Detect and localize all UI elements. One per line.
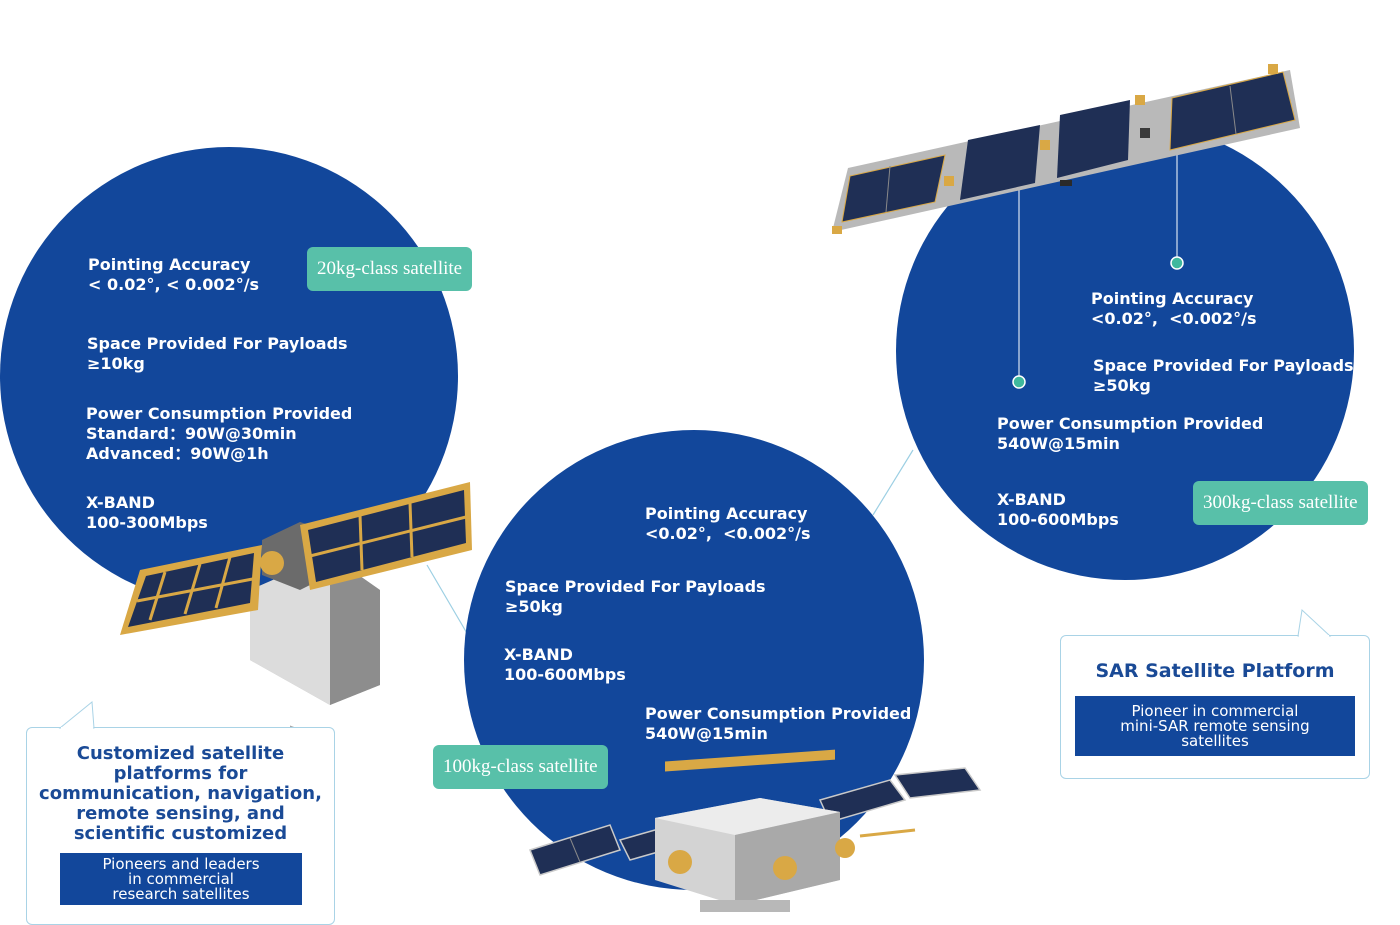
sat20-power: Power Consumption Provided Standard：90W@… (86, 404, 353, 463)
sat20-payload: Space Provided For Payloads ≥10kg (87, 334, 348, 373)
sat100-pointing: Pointing Accuracy <0.02°, <0.002°/s (645, 504, 811, 543)
sat300-xband: X-BAND 100-600Mbps (997, 490, 1119, 529)
callout-custom-title: Customized satellite platforms for commu… (39, 743, 322, 844)
sat100-xband: X-BAND 100-600Mbps (504, 645, 626, 684)
sat300-payload: Space Provided For Payloads ≥50kg (1093, 356, 1354, 395)
sat300-tag: 300kg-class satellite (1193, 481, 1368, 525)
sat300-pointing: Pointing Accuracy <0.02°, <0.002°/s (1091, 289, 1257, 328)
sat20-xband: X-BAND 100-300Mbps (86, 493, 208, 532)
callout-sar-title: SAR Satellite Platform (1095, 660, 1335, 682)
sat300-power: Power Consumption Provided 540W@15min (997, 414, 1264, 453)
callout-sar-badge: Pioneer in commercial mini-SAR remote se… (1075, 696, 1355, 756)
sat20-pointing: Pointing Accuracy < 0.02°, < 0.002°/s (88, 255, 260, 294)
sat100-power: Power Consumption Provided 540W@15min (645, 704, 912, 743)
sat100-payload: Space Provided For Payloads ≥50kg (505, 577, 766, 616)
sat100-tag: 100kg-class satellite (433, 745, 608, 789)
callout-custom-platforms: Customized satellite platforms for commu… (26, 727, 335, 925)
sat20-tag: 20kg-class satellite (307, 247, 473, 291)
callout-custom-badge: Pioneers and leaders in commercial resea… (60, 853, 302, 905)
callout-sar-platform: SAR Satellite Platform Pioneer in commer… (1060, 635, 1370, 779)
